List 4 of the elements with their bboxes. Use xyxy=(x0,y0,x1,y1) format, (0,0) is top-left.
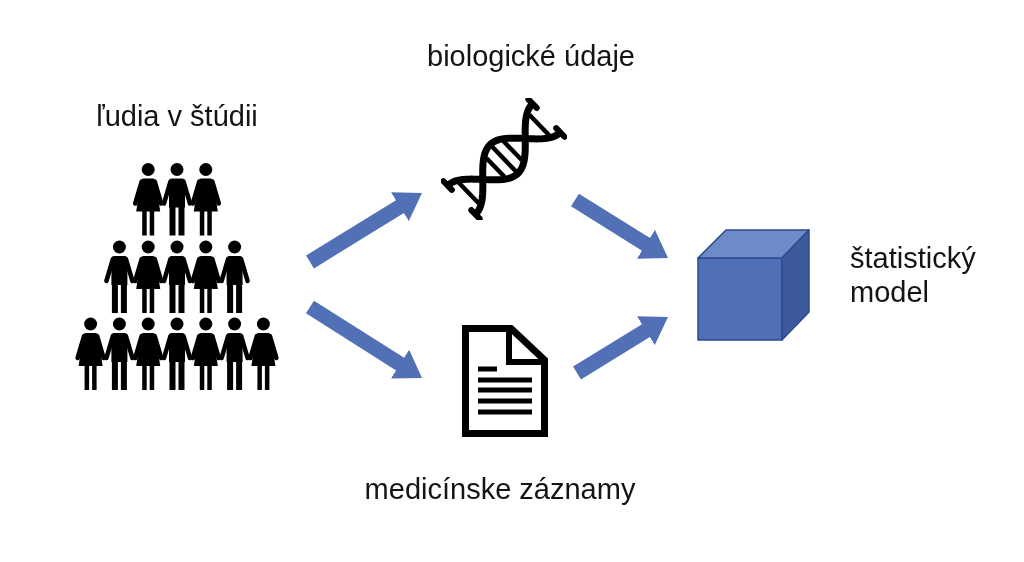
node-label: medicínske záznamy xyxy=(364,472,636,507)
node-label: ľudia v štúdii xyxy=(96,99,258,134)
node-label: biologické údaje xyxy=(427,39,635,74)
node-label: štatistický model xyxy=(850,241,977,309)
